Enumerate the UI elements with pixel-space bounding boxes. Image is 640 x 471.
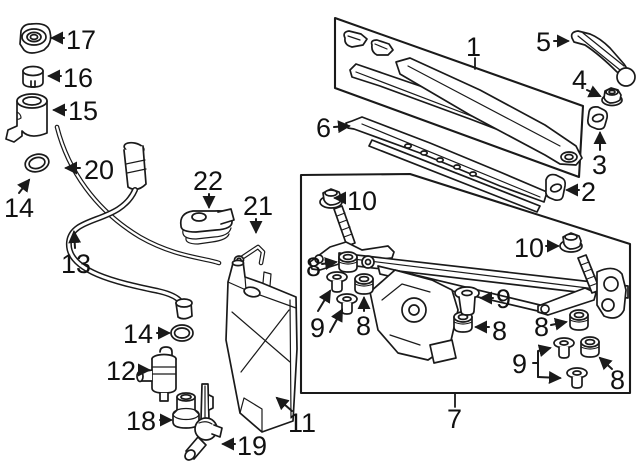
washer-pump (136, 346, 177, 402)
callout-4[interactable]: 4 (572, 65, 587, 95)
linkage-nut-10b (559, 232, 583, 253)
washer-hose-13 (65, 141, 193, 320)
callout-6[interactable]: 6 (316, 113, 331, 143)
callout-12[interactable]: 12 (106, 356, 136, 386)
pump-grommet (172, 392, 200, 429)
callout-11[interactable]: 11 (288, 408, 316, 438)
reservoir-cap (19, 22, 52, 54)
callout-arrows (17, 31, 613, 451)
oring-14b (170, 324, 194, 342)
wiper-blade (345, 116, 548, 213)
callout-16[interactable]: 16 (63, 63, 93, 93)
callout-8a[interactable]: 8 (306, 252, 321, 282)
callout-18[interactable]: 18 (126, 406, 156, 436)
callout-1[interactable]: 1 (466, 32, 481, 62)
washer-hose-20 (54, 124, 222, 266)
callout-8d[interactable]: 8 (534, 312, 549, 342)
callout-8b[interactable]: 8 (356, 311, 371, 341)
callout-3[interactable]: 3 (592, 150, 607, 180)
filler-neck (5, 93, 48, 143)
oring-14a (24, 153, 50, 173)
callout-19[interactable]: 19 (237, 431, 267, 461)
callout-15[interactable]: 15 (68, 96, 98, 126)
level-sensor (184, 383, 223, 461)
callout-9de[interactable]: 9 (512, 349, 527, 379)
callout-9c[interactable]: 9 (496, 284, 511, 314)
washer-reservoir (225, 259, 298, 433)
washer-nozzle-22 (179, 208, 235, 245)
linkage-bushing-8b (354, 273, 374, 295)
pivot-cover-3 (586, 106, 609, 131)
callout-10a[interactable]: 10 (347, 186, 377, 216)
callout-22[interactable]: 22 (193, 166, 223, 196)
linkage-grommet-9e (566, 367, 588, 389)
linkage-bushing-8e (580, 336, 600, 358)
linkage-bushing-8a (338, 251, 358, 273)
linkage-grommet-9a (326, 271, 348, 293)
cap-insert (22, 65, 44, 88)
callout-21[interactable]: 21 (243, 191, 273, 221)
linkage-bushing-8d (569, 309, 589, 331)
pivot-cover-2 (544, 173, 567, 202)
callout-14b[interactable]: 14 (123, 319, 153, 349)
linkage-grommet-9c (454, 286, 480, 316)
callout-5[interactable]: 5 (536, 27, 551, 57)
callout-7[interactable]: 7 (447, 404, 462, 434)
callout-labels: 1 2 3 4 5 6 7 8 8 8 8 8 9 9 9 10 10 11 1… (4, 25, 625, 461)
callout-2[interactable]: 2 (581, 177, 596, 207)
pivot-nut-4 (601, 87, 623, 107)
callout-10b[interactable]: 10 (514, 233, 544, 263)
callout-14a[interactable]: 14 (4, 193, 34, 223)
callout-8c[interactable]: 8 (492, 316, 507, 346)
callout-13[interactable]: 13 (61, 249, 91, 279)
wiper-arm-box (333, 16, 585, 179)
callout-8e[interactable]: 8 (610, 365, 625, 395)
linkage-grommet-9b (336, 293, 358, 315)
wiper-arm-cap (570, 30, 636, 87)
callout-20[interactable]: 20 (84, 155, 114, 185)
callout-17[interactable]: 17 (66, 25, 96, 55)
callout-9ab[interactable]: 9 (310, 313, 325, 343)
wiper-linkage-box (299, 172, 632, 395)
